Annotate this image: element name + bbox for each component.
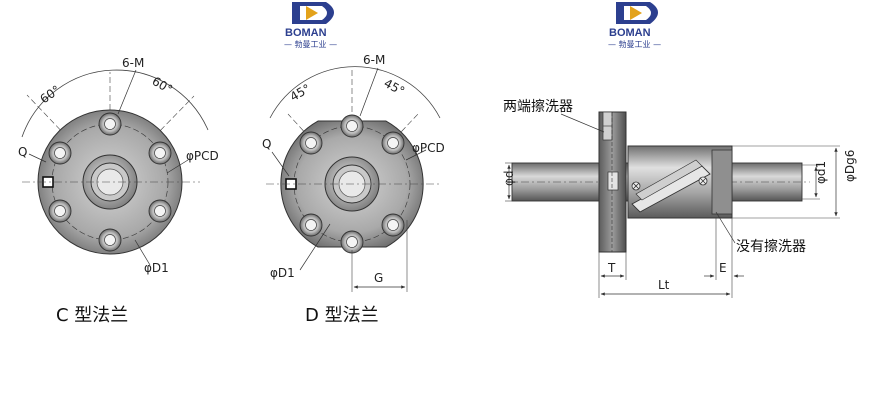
- both-wipers-label: 两端擦洗器: [503, 98, 573, 115]
- angle-left-label: 60°: [37, 83, 62, 107]
- logo-brand-text: BOMAN: [609, 27, 651, 39]
- bolt-hole: [148, 141, 172, 165]
- nut-dia-label: φDg6: [843, 150, 857, 182]
- d-flange-view: 6-M 45° 45° φPCD Q φD1 G D 型法兰: [262, 53, 445, 326]
- no-wiper-label: 没有擦洗器: [736, 238, 806, 255]
- bolt-hole: [48, 141, 72, 165]
- brand-logo-left: BOMAN — 勃曼工业 —: [284, 2, 337, 49]
- bolt-hole: [98, 228, 122, 252]
- hole-count-label: 6-M: [122, 56, 144, 70]
- bolt-hole: [340, 114, 364, 138]
- root-dia-label: φd1: [814, 161, 828, 184]
- e-label: E: [719, 261, 727, 275]
- brand-logo-right: BOMAN — 勃曼工业 —: [608, 2, 661, 49]
- d1-label: φD1: [144, 261, 169, 275]
- bolt-hole: [381, 131, 405, 155]
- bolt-hole: [48, 199, 72, 223]
- hole-count-label: 6-M: [363, 53, 385, 67]
- bolt-hole: [148, 199, 172, 223]
- logo-subtitle-text: — 勃曼工业 —: [284, 39, 337, 49]
- g-label: G: [374, 271, 383, 285]
- pcd-label: φPCD: [186, 149, 219, 163]
- d1-label: φD1: [270, 266, 295, 280]
- lt-label: Lt: [658, 278, 670, 292]
- logo-subtitle-text: — 勃曼工业 —: [608, 39, 661, 49]
- side-view: φd φd1 φDg6 T Lt E 两端擦洗器 没有擦洗器: [502, 98, 857, 298]
- bolt-hole: [98, 112, 122, 136]
- c-flange-view: 6-M 60° 60° φPCD Q φD1 C 型法兰: [18, 56, 219, 326]
- bolt-hole: [381, 213, 405, 237]
- logo-brand-text: BOMAN: [285, 27, 327, 39]
- shaft-dia-label: φd: [502, 170, 516, 186]
- angle-left-label: 45°: [288, 81, 313, 104]
- bolt-hole: [299, 131, 323, 155]
- q-label: Q: [262, 137, 271, 151]
- t-label: T: [607, 261, 616, 275]
- bolt-hole: [340, 230, 364, 254]
- bolt-hole: [299, 213, 323, 237]
- q-label: Q: [18, 145, 27, 159]
- pcd-label: φPCD: [412, 141, 445, 155]
- c-flange-caption: C 型法兰: [56, 305, 128, 326]
- d-flange-caption: D 型法兰: [305, 305, 379, 326]
